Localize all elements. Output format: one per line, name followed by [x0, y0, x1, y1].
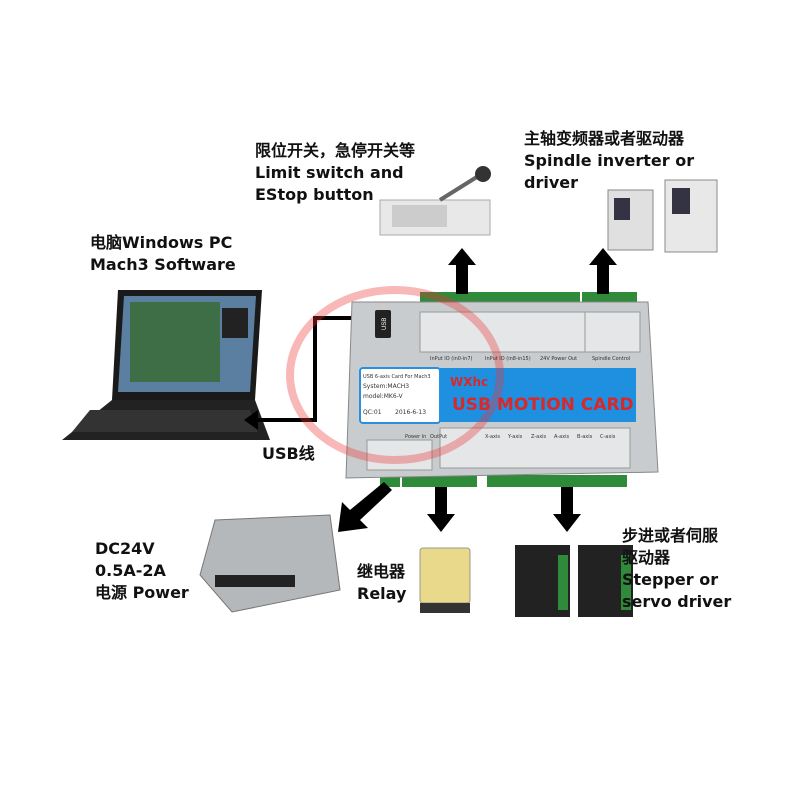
- driver-cn1: 步进或者伺服: [622, 526, 719, 545]
- card-logo: WXhc: [450, 375, 488, 389]
- axis-b: B-axis: [577, 434, 593, 440]
- section-spindle: Spindle Control: [592, 356, 630, 362]
- power-line1: DC24V: [95, 539, 155, 558]
- arrow-down-relay: [427, 487, 455, 532]
- spindle-en1: Spindle inverter or: [524, 151, 695, 170]
- usb-port-label: USB: [382, 318, 388, 330]
- pc-label: 电脑Windows PC Mach3 Software: [90, 232, 236, 276]
- power-line2: 0.5A-2A: [95, 561, 166, 580]
- info-line3: model:MK6-V: [363, 393, 403, 400]
- pc-line2: Mach3 Software: [90, 255, 236, 274]
- spindle-cn: 主轴变频器或者驱动器: [524, 129, 685, 148]
- limit-switch-en1: Limit switch and: [255, 163, 404, 182]
- pc-line1: 电脑Windows PC: [90, 233, 233, 252]
- section-power-in: Power In: [405, 434, 426, 440]
- spindle-label: 主轴变频器或者驱动器 Spindle inverter or driver: [524, 128, 694, 194]
- axis-x: X-axis: [485, 434, 500, 440]
- arrow-down-driver: [553, 487, 581, 532]
- relay-cn: 继电器: [357, 562, 406, 581]
- info-date: 2016-6-13: [395, 409, 426, 416]
- relay-image: [419, 547, 471, 613]
- info-line2: System:MACH3: [363, 383, 409, 390]
- axis-a: A-axis: [554, 434, 570, 440]
- power-line3: 电源 Power: [95, 583, 189, 602]
- axis-z: Z-axis: [531, 434, 547, 440]
- driver-cn2: 驱动器: [622, 548, 671, 567]
- section-power-out: 24V Power Out: [540, 356, 577, 362]
- power-supply-image: [199, 514, 341, 613]
- arrow-up-limit: [448, 248, 476, 294]
- usb-cable-line: [252, 316, 378, 422]
- limit-switch-label: 限位开关，急停开关等 Limit switch and EStop button: [255, 140, 415, 206]
- info-qc: QC:01: [363, 409, 382, 416]
- section-output: OutPut: [430, 434, 447, 440]
- arrow-up-spindle: [589, 248, 617, 294]
- axis-c: C-axis: [600, 434, 616, 440]
- axis-y: Y-axis: [507, 434, 523, 440]
- limit-switch-image: [379, 166, 491, 236]
- stepper-driver-image: [515, 545, 633, 617]
- limit-switch-en2: EStop button: [255, 185, 374, 204]
- relay-label: 继电器 Relay: [357, 561, 406, 605]
- power-label: DC24V 0.5A-2A 电源 Power: [95, 538, 189, 604]
- driver-en1: Stepper or: [622, 570, 719, 589]
- laptop-image: [62, 290, 270, 440]
- inverter-image: [607, 179, 718, 253]
- usb-cable-label: USB线: [262, 444, 315, 463]
- section-input1: InPut IO (in0-in7): [430, 356, 473, 362]
- driver-en2: servo driver: [622, 592, 732, 611]
- card-title: USB MOTION CARD: [452, 395, 634, 415]
- watermark-circle: [286, 286, 504, 464]
- info-line1: USB 6-axis Card For Mach3: [363, 374, 431, 380]
- driver-label: 步进或者伺服 驱动器 Stepper or servo driver: [622, 525, 731, 613]
- relay-en: Relay: [357, 584, 407, 603]
- limit-switch-cn: 限位开关，急停开关等: [255, 141, 416, 160]
- arrow-to-laptop: [244, 410, 258, 430]
- spindle-en2: driver: [524, 173, 578, 192]
- arrow-diag-power: [338, 482, 392, 532]
- section-input2: InPut IO (in8-in15): [485, 356, 531, 362]
